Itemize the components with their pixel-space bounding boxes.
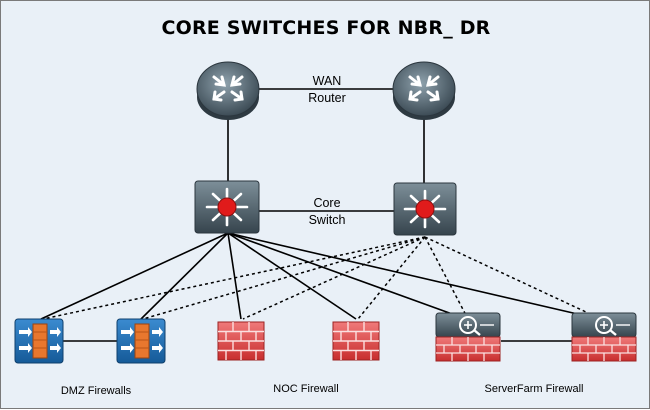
- wan-label-line1: WAN: [312, 74, 342, 88]
- diagram-title: CORE SWITCHES FOR NBR_ DR: [161, 17, 491, 39]
- blue-firewall-icon: [14, 318, 64, 364]
- inspection-firewall-icon: [435, 312, 501, 362]
- solid-links: [40, 88, 600, 342]
- layer3-switch-icon: [393, 182, 457, 236]
- brick-firewall-icon: [217, 321, 265, 361]
- noc-group-label: NOC Firewall: [273, 383, 339, 395]
- dashed-links: [42, 236, 602, 320]
- brick-firewall-icon: [332, 321, 380, 361]
- blue-firewall-icon: [116, 318, 166, 364]
- core-label-line2: Switch: [308, 213, 346, 227]
- inspection-firewall-icon: [571, 312, 637, 362]
- dmz-group-label: DMZ Firewalls: [60, 385, 132, 397]
- layer3-switch-icon: [194, 180, 260, 234]
- core-switch-label: Core Switch: [296, 195, 358, 229]
- serverfarm-group-label: ServerFarm Firewall: [484, 383, 584, 395]
- wan-router-label: WAN Router: [296, 73, 358, 107]
- core-label-line1: Core: [313, 196, 341, 210]
- router-icon: [392, 61, 456, 120]
- router-icon: [196, 61, 260, 120]
- wan-label-line2: Router: [308, 91, 346, 105]
